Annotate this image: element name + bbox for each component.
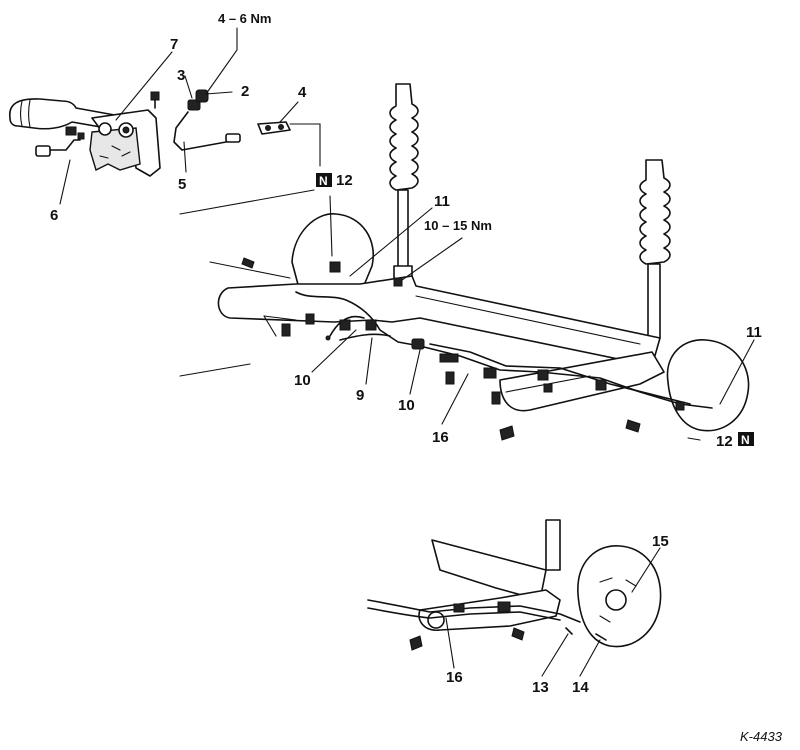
callout-12-bottom: 12: [716, 433, 733, 450]
callout-4: 4: [298, 84, 307, 101]
callout-10-left: 10: [294, 372, 311, 389]
callout-16-detail: 16: [446, 669, 463, 686]
leader-lines-top: [59, 27, 321, 215]
callout-9: 9: [356, 387, 364, 404]
left-strut: [389, 83, 419, 293]
figure-code: K-4433: [740, 729, 783, 744]
callout-11-right: 11: [746, 324, 762, 341]
leader-lines-detail: [445, 547, 661, 677]
callout-7: 7: [170, 36, 178, 53]
n-symbol-bottom: N: [738, 432, 754, 447]
n-symbol-top: N: [316, 173, 332, 188]
brake-cable-right: [419, 343, 713, 411]
cable-clamps: [339, 319, 607, 391]
right-strut: [639, 159, 671, 339]
callout-6: 6: [50, 207, 58, 224]
callout-16-middle: 16: [432, 429, 449, 446]
brake-cable-left: [295, 291, 421, 347]
callout-12-top: 12: [336, 172, 353, 189]
hand-brake-lever: [9, 98, 161, 177]
equalizer: [257, 121, 291, 135]
detail-brake-assembly: [367, 519, 662, 651]
right-brake-drum: [666, 339, 750, 432]
left-brake-drum: [291, 213, 374, 293]
lever-bolt: [150, 91, 160, 109]
leader-lines-middle: [179, 195, 755, 441]
adjuster-nut-and-rod: [173, 89, 241, 151]
n-symbol-text-bottom: N: [741, 433, 750, 447]
axle-beam: [217, 275, 665, 412]
callout-15: 15: [652, 533, 669, 550]
callout-11-left: 11: [434, 193, 450, 210]
n-symbol-text: N: [319, 174, 328, 188]
callout-10-right: 10: [398, 397, 415, 414]
callout-14: 14: [572, 679, 589, 696]
callout-5: 5: [178, 176, 186, 193]
callout-2: 2: [241, 83, 249, 100]
mounting-bolts: [241, 257, 641, 441]
callout-3: 3: [177, 67, 185, 84]
callout-13: 13: [532, 679, 549, 696]
torque-label-middle: 10 – 15 Nm: [424, 218, 492, 233]
brake-switch: [35, 126, 85, 157]
torque-label-top: 4 – 6 Nm: [218, 11, 271, 26]
